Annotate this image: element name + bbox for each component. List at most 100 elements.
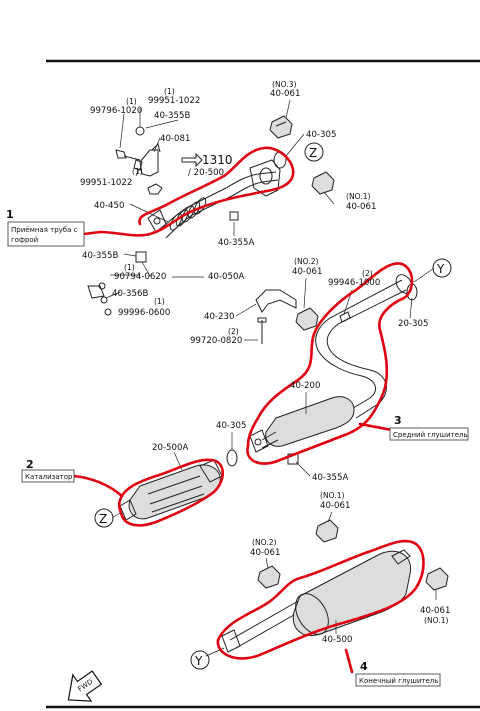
front-flange bbox=[147, 209, 167, 233]
svg-text:Приёмная труба с: Приёмная труба с bbox=[11, 226, 78, 234]
label: 99951-1022 bbox=[80, 178, 132, 188]
label: 40-061 bbox=[420, 606, 450, 616]
label: 40-305 bbox=[216, 421, 246, 431]
hanger-no1-c bbox=[425, 567, 449, 591]
label: 40-355A bbox=[312, 473, 348, 483]
label: 40-061 bbox=[250, 548, 280, 558]
label: (1) bbox=[132, 167, 143, 176]
gasket-ring-40-305-b bbox=[226, 449, 238, 467]
bracket-40-081 bbox=[139, 149, 159, 177]
section1-leaders bbox=[105, 99, 335, 299]
part-labels: (1) 99951-1022 (1) 99796-1020 40-355B 40… bbox=[80, 80, 450, 645]
rear-muffler-body bbox=[292, 550, 412, 636]
ref-circle-z-top: Z bbox=[304, 142, 324, 162]
leader-callout-1 bbox=[82, 230, 102, 236]
catalyst-inlet-flange bbox=[119, 499, 137, 521]
svg-text:4: 4 bbox=[360, 660, 368, 673]
label: 40-450 bbox=[94, 201, 124, 211]
label: 99946-1000 bbox=[328, 278, 380, 288]
center-pipe-body bbox=[315, 279, 403, 411]
ref-circle-y-top: Y bbox=[432, 258, 452, 278]
label: 40-355B bbox=[82, 251, 118, 261]
svg-text:гофрой: гофрой bbox=[11, 236, 38, 244]
hanger-no2-b bbox=[257, 565, 281, 589]
svg-text:3: 3 bbox=[394, 414, 402, 427]
label: (1) bbox=[126, 97, 137, 106]
label: / 20-500 bbox=[188, 168, 224, 178]
label: 40-200 bbox=[290, 381, 320, 391]
hanger-no1-b bbox=[315, 519, 339, 543]
label: 40-061 bbox=[270, 89, 300, 99]
bracket-40-230 bbox=[255, 289, 297, 313]
highlight-center-muffler bbox=[246, 262, 414, 465]
label: 20-500A bbox=[152, 443, 188, 453]
callout-3: 3 Средний глушитель bbox=[389, 414, 469, 441]
center-pipe-assembly bbox=[226, 274, 418, 467]
nut-40-355B bbox=[135, 251, 147, 263]
hanger-no1 bbox=[311, 171, 335, 195]
leader-callout-2 bbox=[72, 474, 124, 498]
ref-circle-y-bottom: Y bbox=[190, 650, 210, 670]
front-pipe-body bbox=[159, 171, 277, 231]
label: (NO.1) bbox=[424, 616, 449, 625]
label: 40-305 bbox=[306, 130, 336, 140]
label: (NO.2) bbox=[294, 257, 319, 266]
center-outlet-flange bbox=[249, 429, 269, 453]
nut-40-355A bbox=[229, 211, 239, 221]
svg-text:Z: Z bbox=[99, 512, 107, 526]
label: 90794-0620 bbox=[114, 272, 166, 282]
ref-arrow-icon bbox=[181, 152, 203, 168]
label: (NO.2) bbox=[252, 538, 277, 547]
label: (NO.3) bbox=[272, 80, 297, 89]
label: 40-355B bbox=[154, 111, 190, 121]
svg-text:Средний глушитель: Средний глушитель bbox=[393, 431, 468, 439]
label: (1) bbox=[164, 87, 175, 96]
label: 40-061 bbox=[320, 501, 350, 511]
fwd-arrow-icon: FWD bbox=[67, 670, 103, 702]
nut-icon bbox=[135, 126, 145, 136]
gasket-icon bbox=[147, 183, 163, 195]
label: (2) bbox=[362, 269, 373, 278]
svg-text:1: 1 bbox=[6, 208, 14, 221]
label: 20-305 bbox=[398, 319, 428, 329]
label: 1310 bbox=[202, 153, 233, 167]
label: 40-230 bbox=[204, 312, 234, 322]
highlight-outlines bbox=[72, 146, 425, 674]
rear-inlet-flange bbox=[221, 629, 241, 653]
highlight-front-pipe bbox=[98, 146, 295, 237]
clamp-icon bbox=[87, 285, 105, 299]
leader-callout-3 bbox=[358, 422, 394, 432]
label: 40-500 bbox=[322, 635, 352, 645]
bolt-99946 bbox=[339, 311, 351, 323]
flex-joint bbox=[169, 197, 207, 231]
callout-1: 1 Приёмная труба с гофрой bbox=[6, 208, 85, 247]
label: 40-050A bbox=[208, 272, 244, 282]
label: 99996-0600 bbox=[118, 308, 170, 318]
label: (NO.1) bbox=[346, 192, 371, 201]
leader-callout-4 bbox=[344, 648, 354, 674]
label: 40-355A bbox=[218, 238, 254, 248]
svg-text:Катализатор: Катализатор bbox=[25, 473, 73, 481]
label: (2) bbox=[228, 327, 239, 336]
label: 40-061 bbox=[346, 202, 376, 212]
rear-muffler-assembly bbox=[205, 511, 449, 657]
manifold-flange bbox=[249, 159, 281, 197]
label: 99720-0820 bbox=[190, 336, 242, 346]
ref-circle-z-bottom: Z bbox=[94, 508, 114, 528]
svg-text:Конечный глушитель: Конечный глушитель bbox=[359, 677, 438, 685]
callout-2: 2 Катализатор bbox=[21, 458, 75, 483]
hanger-no2 bbox=[295, 307, 319, 331]
label: 40-061 bbox=[292, 267, 322, 277]
label: 99951-1022 bbox=[148, 96, 200, 106]
label: (1) bbox=[124, 263, 135, 272]
highlight-catalyst bbox=[117, 458, 225, 527]
label: (1) bbox=[154, 297, 165, 306]
svg-text:2: 2 bbox=[26, 458, 34, 471]
svg-text:Z: Z bbox=[309, 146, 317, 160]
center-muffler bbox=[265, 396, 355, 447]
svg-text:Y: Y bbox=[436, 262, 445, 276]
front-pipe-assembly bbox=[87, 115, 335, 316]
label: 99796-1020 bbox=[90, 106, 142, 116]
label: (NO.1) bbox=[320, 491, 345, 500]
